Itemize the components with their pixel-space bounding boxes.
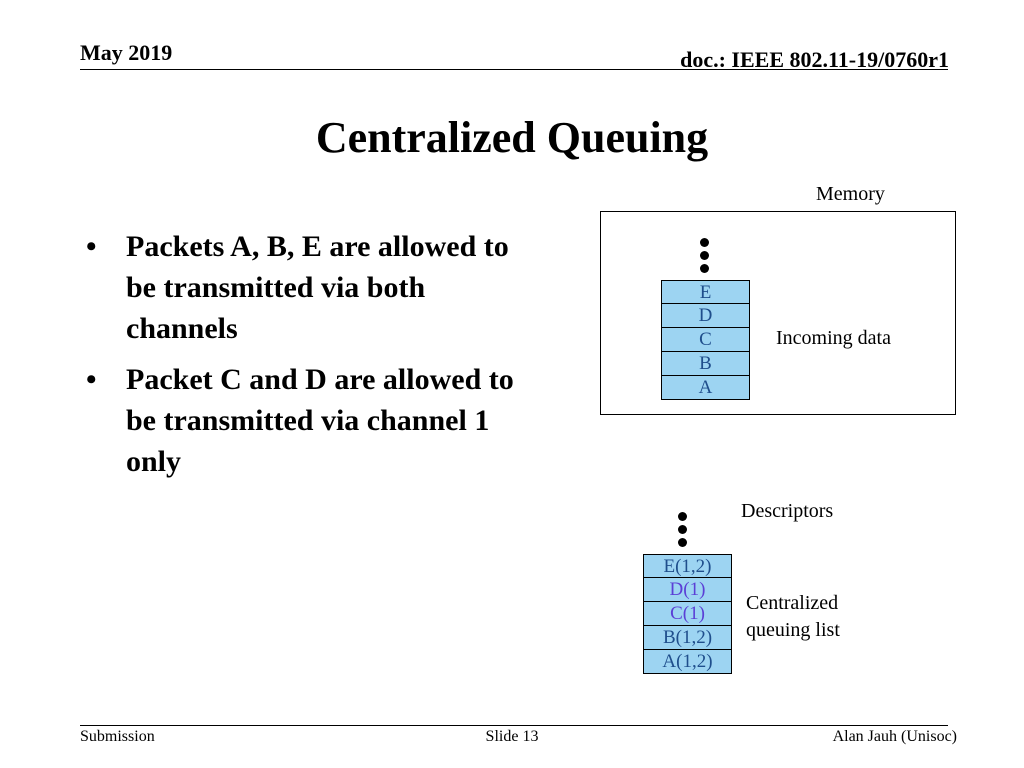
descriptor-cell: C(1): [643, 602, 732, 626]
footer-submission: Submission: [80, 728, 155, 745]
footer-author: Alan Jauh (Unisoc): [832, 728, 957, 745]
footer-slide-number: Slide 13: [485, 728, 539, 745]
bullet-list: • Packets A, B, E are allowed to be tran…: [86, 226, 536, 492]
data-cell: A: [661, 376, 750, 400]
data-cell: C: [661, 328, 750, 352]
queuing-list-label: Centralized queuing list: [746, 590, 840, 644]
header-doc-id: doc.: IEEE 802.11-19/0760r1: [680, 47, 949, 72]
descriptor-cell: B(1,2): [643, 626, 732, 650]
header-date: May 2019: [80, 40, 173, 65]
descriptor-cell: D(1): [643, 578, 732, 602]
bullet-text: Packet C and D are allowed to be transmi…: [126, 363, 514, 478]
bullet-dot-icon: •: [86, 363, 97, 396]
footer-divider: [80, 725, 948, 726]
data-cell: B: [661, 352, 750, 376]
memory-box: [600, 211, 956, 415]
memory-label: Memory: [816, 183, 885, 205]
descriptor-cell: E(1,2): [643, 554, 732, 578]
incoming-data-stack: E D C B A: [661, 280, 750, 400]
header-divider: [80, 69, 948, 70]
descriptor-stack: E(1,2) D(1) C(1) B(1,2) A(1,2): [643, 554, 732, 674]
bullet-item: • Packets A, B, E are allowed to be tran…: [86, 226, 536, 349]
incoming-data-label: Incoming data: [776, 327, 891, 349]
bullet-item: • Packet C and D are allowed to be trans…: [86, 359, 536, 482]
queuing-list-label-line: queuing list: [746, 619, 840, 641]
descriptors-label: Descriptors: [741, 500, 834, 522]
data-cell: E: [661, 280, 750, 304]
ellipsis-vertical-icon: [678, 512, 688, 551]
ellipsis-vertical-icon: [700, 238, 710, 277]
queuing-list-label-line: Centralized: [746, 592, 839, 614]
slide-title: Centralized Queuing: [315, 113, 709, 162]
data-cell: D: [661, 304, 750, 328]
bullet-text: Packets A, B, E are allowed to be transm…: [126, 230, 509, 345]
bullet-dot-icon: •: [86, 230, 97, 263]
descriptor-cell: A(1,2): [643, 650, 732, 674]
